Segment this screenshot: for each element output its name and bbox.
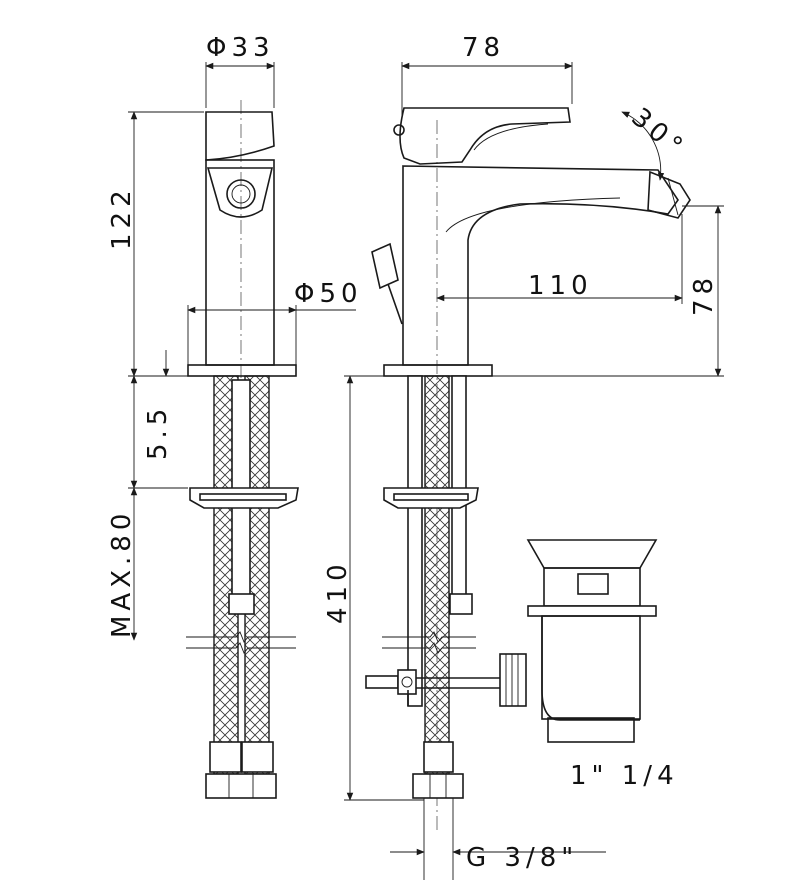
dim-waste-1-1-4: 1" 1/4 [570,761,679,791]
dim-height-78: 78 [689,273,719,316]
dim-thread-g38: G 3/8" [466,843,578,873]
dim-length-410: 410 [323,559,353,624]
waste-assembly [365,539,658,743]
dim-thickness-5-5: 5.5 [143,404,173,460]
dim-diameter-50: Φ50 [294,279,363,309]
dim-height-122: 122 [107,185,137,250]
dim-length-110: 110 [528,271,593,301]
dim-diameter-33: Φ33 [206,33,275,63]
front-view [186,100,299,799]
dim-max-80: MAX.80 [107,509,137,638]
side-view [371,107,691,830]
dimensions: Φ33 78 122 Φ50 30° 110 78 5.5 [107,33,724,880]
dim-width-78: 78 [462,33,505,63]
